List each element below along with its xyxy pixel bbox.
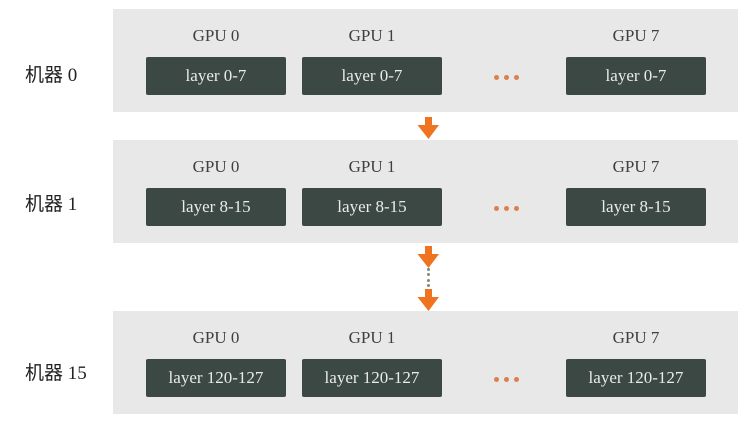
layer-range-label: layer 120-127 [588,368,684,387]
gpu-label: GPU 0 [192,157,240,176]
layer-box: layer 8-15 [566,188,706,226]
machine-panel-0: GPU 0 layer 0-7 GPU 1 layer 0-7 GPU 7 la… [113,9,738,112]
gpu-column: GPU 1 layer 8-15 [302,155,442,226]
gpu-column: GPU 0 layer 8-15 [146,155,286,226]
vertical-dotted-connector [427,268,430,287]
gpu-label: GPU 1 [348,328,396,347]
gpu-label: GPU 1 [348,26,396,45]
gpu-label: GPU 7 [612,26,660,45]
machine-label-0: 机器 0 [25,65,78,86]
gpu-column: GPU 0 layer 0-7 [146,24,286,95]
gpu-label: GPU 0 [192,26,240,45]
layer-range-label: layer 8-15 [601,197,671,216]
gpu-label: GPU 0 [192,328,240,347]
layer-box: layer 120-127 [302,359,442,397]
horizontal-ellipsis-icon [476,373,536,385]
down-arrow-icon [417,289,440,311]
machine-label-1: 机器 1 [25,194,78,215]
horizontal-ellipsis-icon [476,202,536,214]
gpu-label: GPU 7 [612,157,660,176]
layer-range-label: layer 120-127 [324,368,420,387]
gpu-column: GPU 7 layer 8-15 [566,155,706,226]
down-arrow-icon [417,246,440,268]
layer-range-label: layer 0-7 [341,66,403,85]
gpu-label: GPU 1 [348,157,396,176]
layer-range-label: layer 120-127 [168,368,264,387]
layer-range-label: layer 0-7 [605,66,667,85]
layer-range-label: layer 8-15 [181,197,251,216]
gpu-column: GPU 0 layer 120-127 [146,326,286,397]
layer-range-label: layer 0-7 [185,66,247,85]
machine-label-15: 机器 15 [25,363,87,384]
layer-box: layer 0-7 [302,57,442,95]
gpu-column: GPU 1 layer 0-7 [302,24,442,95]
layer-box: layer 120-127 [146,359,286,397]
down-arrow-icon [417,117,440,139]
layer-box: layer 120-127 [566,359,706,397]
gpu-label: GPU 7 [612,328,660,347]
machine-panel-15: GPU 0 layer 120-127 GPU 1 layer 120-127 … [113,311,738,414]
layer-box: layer 0-7 [566,57,706,95]
layer-range-label: layer 8-15 [337,197,407,216]
layer-box: layer 8-15 [146,188,286,226]
horizontal-ellipsis-icon [476,71,536,83]
gpu-column: GPU 1 layer 120-127 [302,326,442,397]
machine-panel-1: GPU 0 layer 8-15 GPU 1 layer 8-15 GPU 7 … [113,140,738,243]
layer-box: layer 0-7 [146,57,286,95]
layer-box: layer 8-15 [302,188,442,226]
gpu-column: GPU 7 layer 0-7 [566,24,706,95]
gpu-column: GPU 7 layer 120-127 [566,326,706,397]
